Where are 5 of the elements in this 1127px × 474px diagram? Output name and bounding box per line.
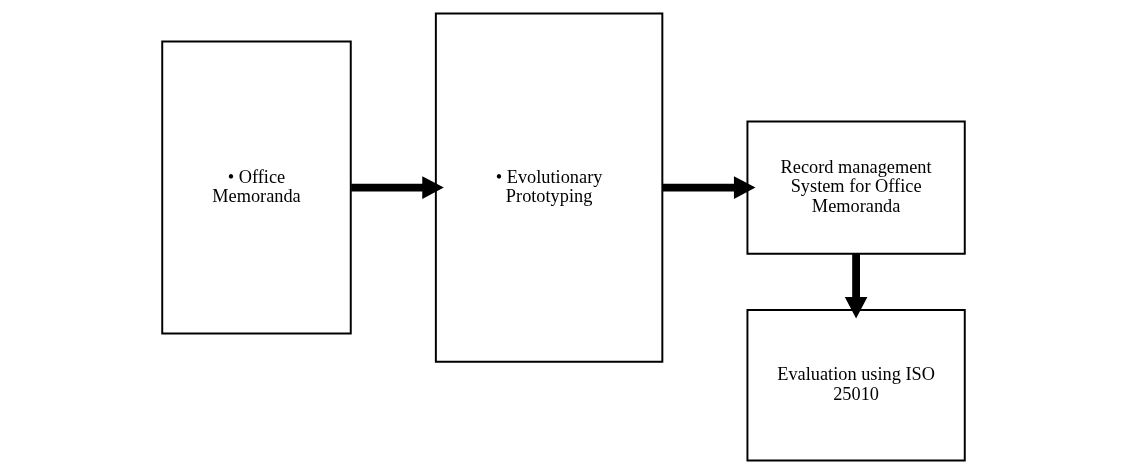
arrow xyxy=(662,176,756,199)
node-box: • Office Memoranda xyxy=(161,40,352,335)
node-box: Evaluation using ISO 25010 xyxy=(746,309,966,462)
node-box: • Evolutionary Prototyping xyxy=(434,12,664,363)
node-box: Record management System for Office Memoranda xyxy=(746,120,966,255)
